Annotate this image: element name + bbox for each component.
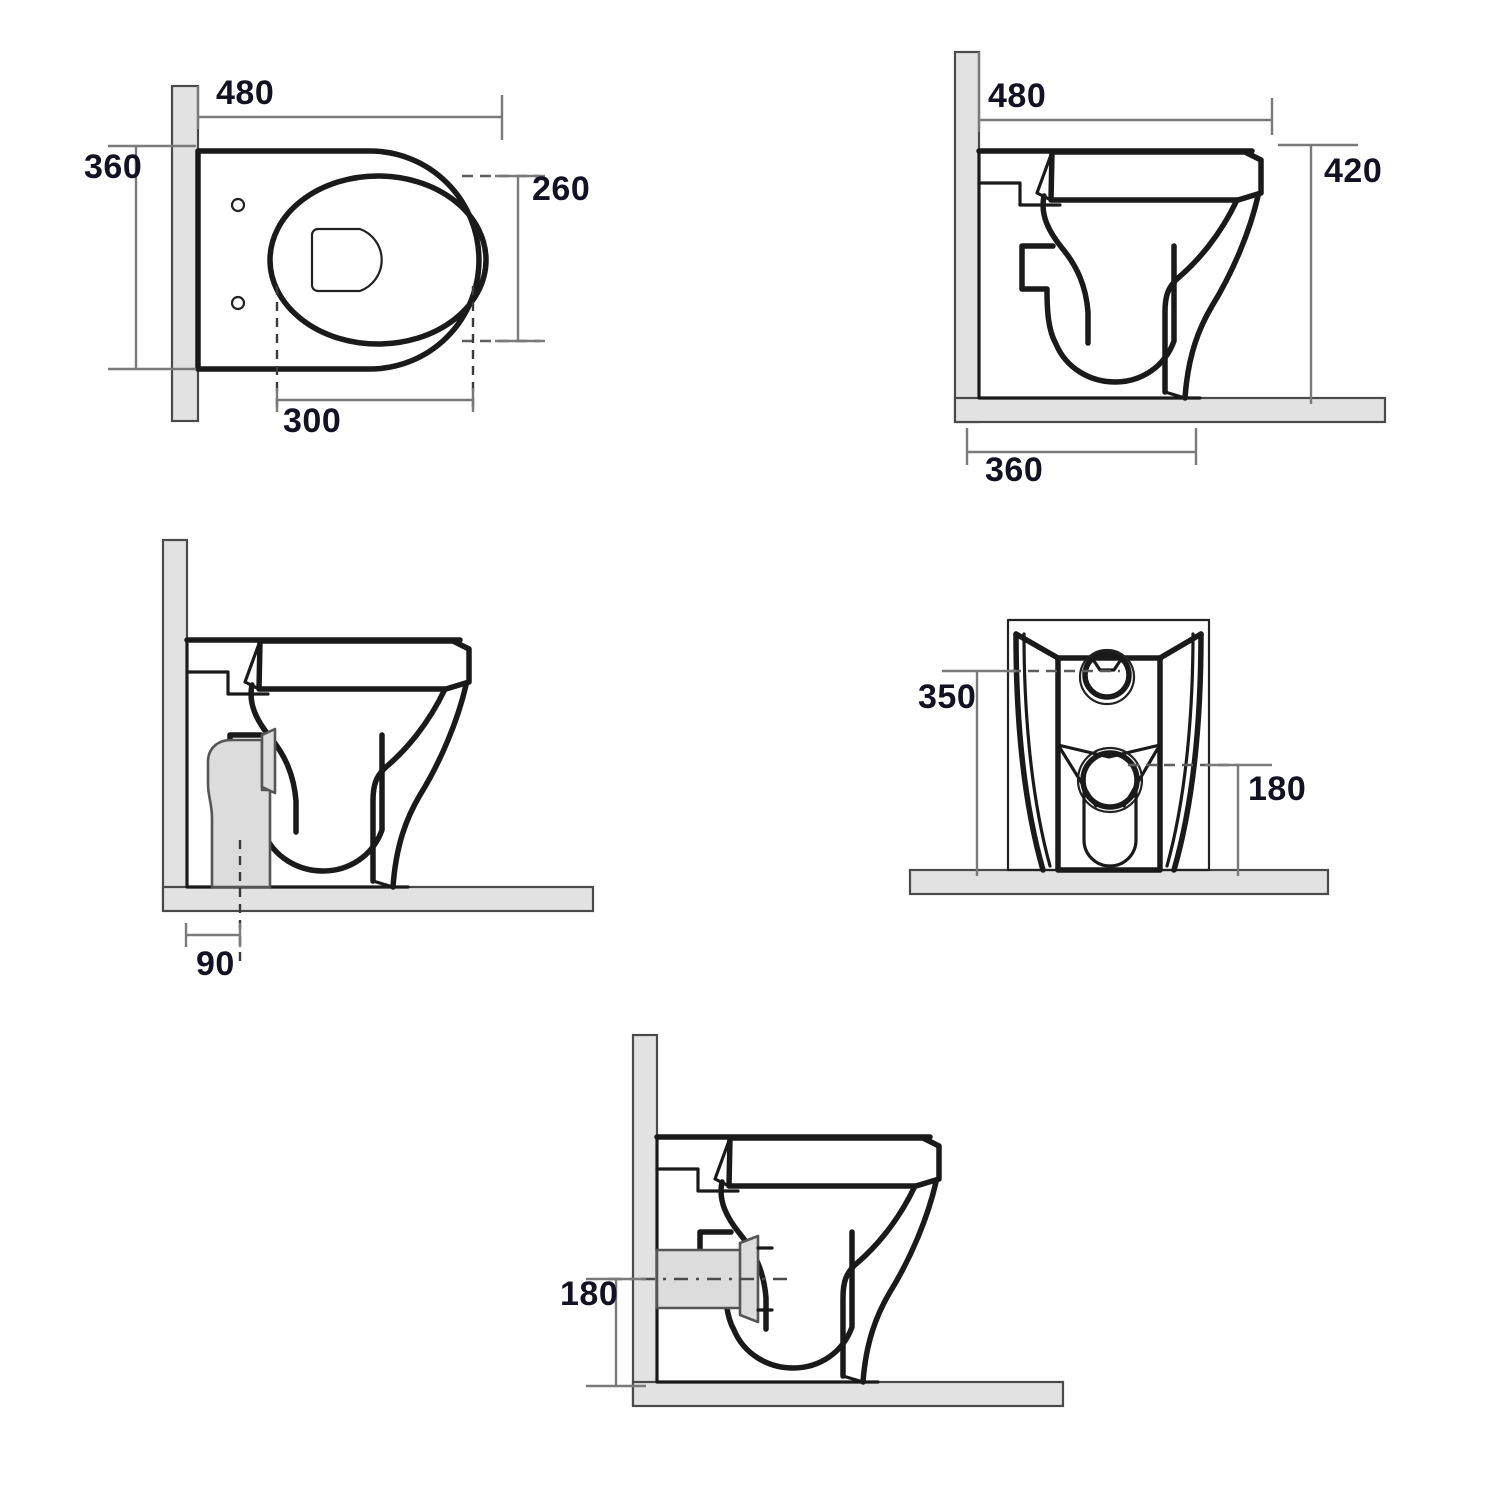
section-view-right: 480 420 360 [953,50,1387,489]
seat-rim-plan [267,173,489,347]
skirt-outer-right [1182,193,1261,401]
fixing-hole-upper [230,197,246,213]
mounting-ledge-left [185,670,270,696]
rear-shoulder-right [1157,631,1204,663]
dim-plan-260: 260 [462,170,590,343]
dim-label-480-plan: 480 [216,74,274,112]
mounting-ledge-right [977,181,1062,207]
rear-body-box [1006,618,1211,872]
waste-outlet-circle [1080,750,1140,810]
trap-outline-right [1019,243,1177,385]
dim-label-480-section: 480 [988,77,1046,115]
plan-view: 480 360 260 300 [84,74,590,440]
skirt-inner-left [370,686,448,884]
dim-label-360-plan: 360 [84,148,142,186]
skirt-inner-right [1162,197,1240,395]
rear-centre-block [1055,655,1163,873]
seat-lid-bottom [726,1135,942,1189]
floor-slab-section-bottom [631,1380,1065,1408]
dim-label-350: 350 [918,678,976,716]
wall-waste-pipe [655,1248,749,1310]
dim-rear-180: 180 [1128,763,1306,876]
dim-label-360-section: 360 [985,451,1043,489]
section-view-bottom: 180 [560,1033,1065,1408]
waste-spigot-lines [756,1246,774,1312]
rear-shoulder-left [1013,631,1061,663]
dim-section-480: 480 [977,52,1274,135]
wall-slab-plan [170,84,200,423]
dim-section-360: 360 [965,428,1198,489]
waste-connector-flange-left [260,727,277,795]
dim-section-420: 420 [1278,143,1382,404]
floor-waste-pipe [206,738,272,889]
rear-flank-right-outer [1171,631,1204,873]
dim-left-90: 90 [184,840,242,983]
dim-rear-350: 350 [918,669,1120,876]
dim-label-180-bottom: 180 [560,1275,618,1313]
floor-slab-section-left [161,885,595,913]
dim-plan-300: 300 [275,286,475,440]
rear-flank-left-outer [1013,631,1046,873]
skirt-foot-bottom [841,1374,865,1384]
section-view-left: 90 [161,538,595,983]
flush-inlet-circle [1082,650,1132,700]
floor-slab-rear [908,868,1330,896]
dim-label-260-plan: 260 [532,170,590,208]
skirt-outer-bottom [860,1179,939,1385]
bowl-inner-wall-bottom [718,1179,769,1332]
wall-slab-section-bottom [631,1033,659,1407]
bowl-opening-plan [310,227,383,293]
pan-outline-plan [195,148,482,372]
dim-label-90: 90 [196,945,235,983]
wall-slab-section-right [953,50,981,424]
waste-outlet-outer-ring [1076,746,1144,814]
dim-label-420-section: 420 [1324,152,1382,190]
skirt-inner-bottom [840,1183,918,1379]
floor-slab-section-right [953,396,1387,424]
seat-lid-left [256,638,472,692]
dim-label-180-rear: 180 [1248,770,1306,808]
pan-back-frame-right [977,149,1202,400]
dim-plan-360: 360 [84,144,196,371]
fixing-hole-lower [230,295,246,311]
outlet-barrel [1082,778,1138,868]
skirt-outer-left [390,682,469,890]
dim-plan-480: 480 [196,74,504,140]
flush-inlet-outer-ring [1078,648,1136,706]
skirt-foot-left [371,879,395,889]
dim-bottom-180: 180 [560,1275,646,1388]
seat-lid-right [1048,149,1264,203]
rear-flank-left-inner [1022,632,1052,868]
rear-flank-right-inner [1165,632,1195,868]
mounting-ledge-bottom [655,1167,740,1193]
dim-label-300-plan: 300 [283,402,341,440]
rear-shelf-line [1056,743,1162,759]
skirt-foot-right [1163,390,1187,400]
wall-slab-section-left [161,538,189,912]
rear-view: 350 180 [908,618,1330,896]
bowl-inner-wall-right [1040,193,1091,346]
